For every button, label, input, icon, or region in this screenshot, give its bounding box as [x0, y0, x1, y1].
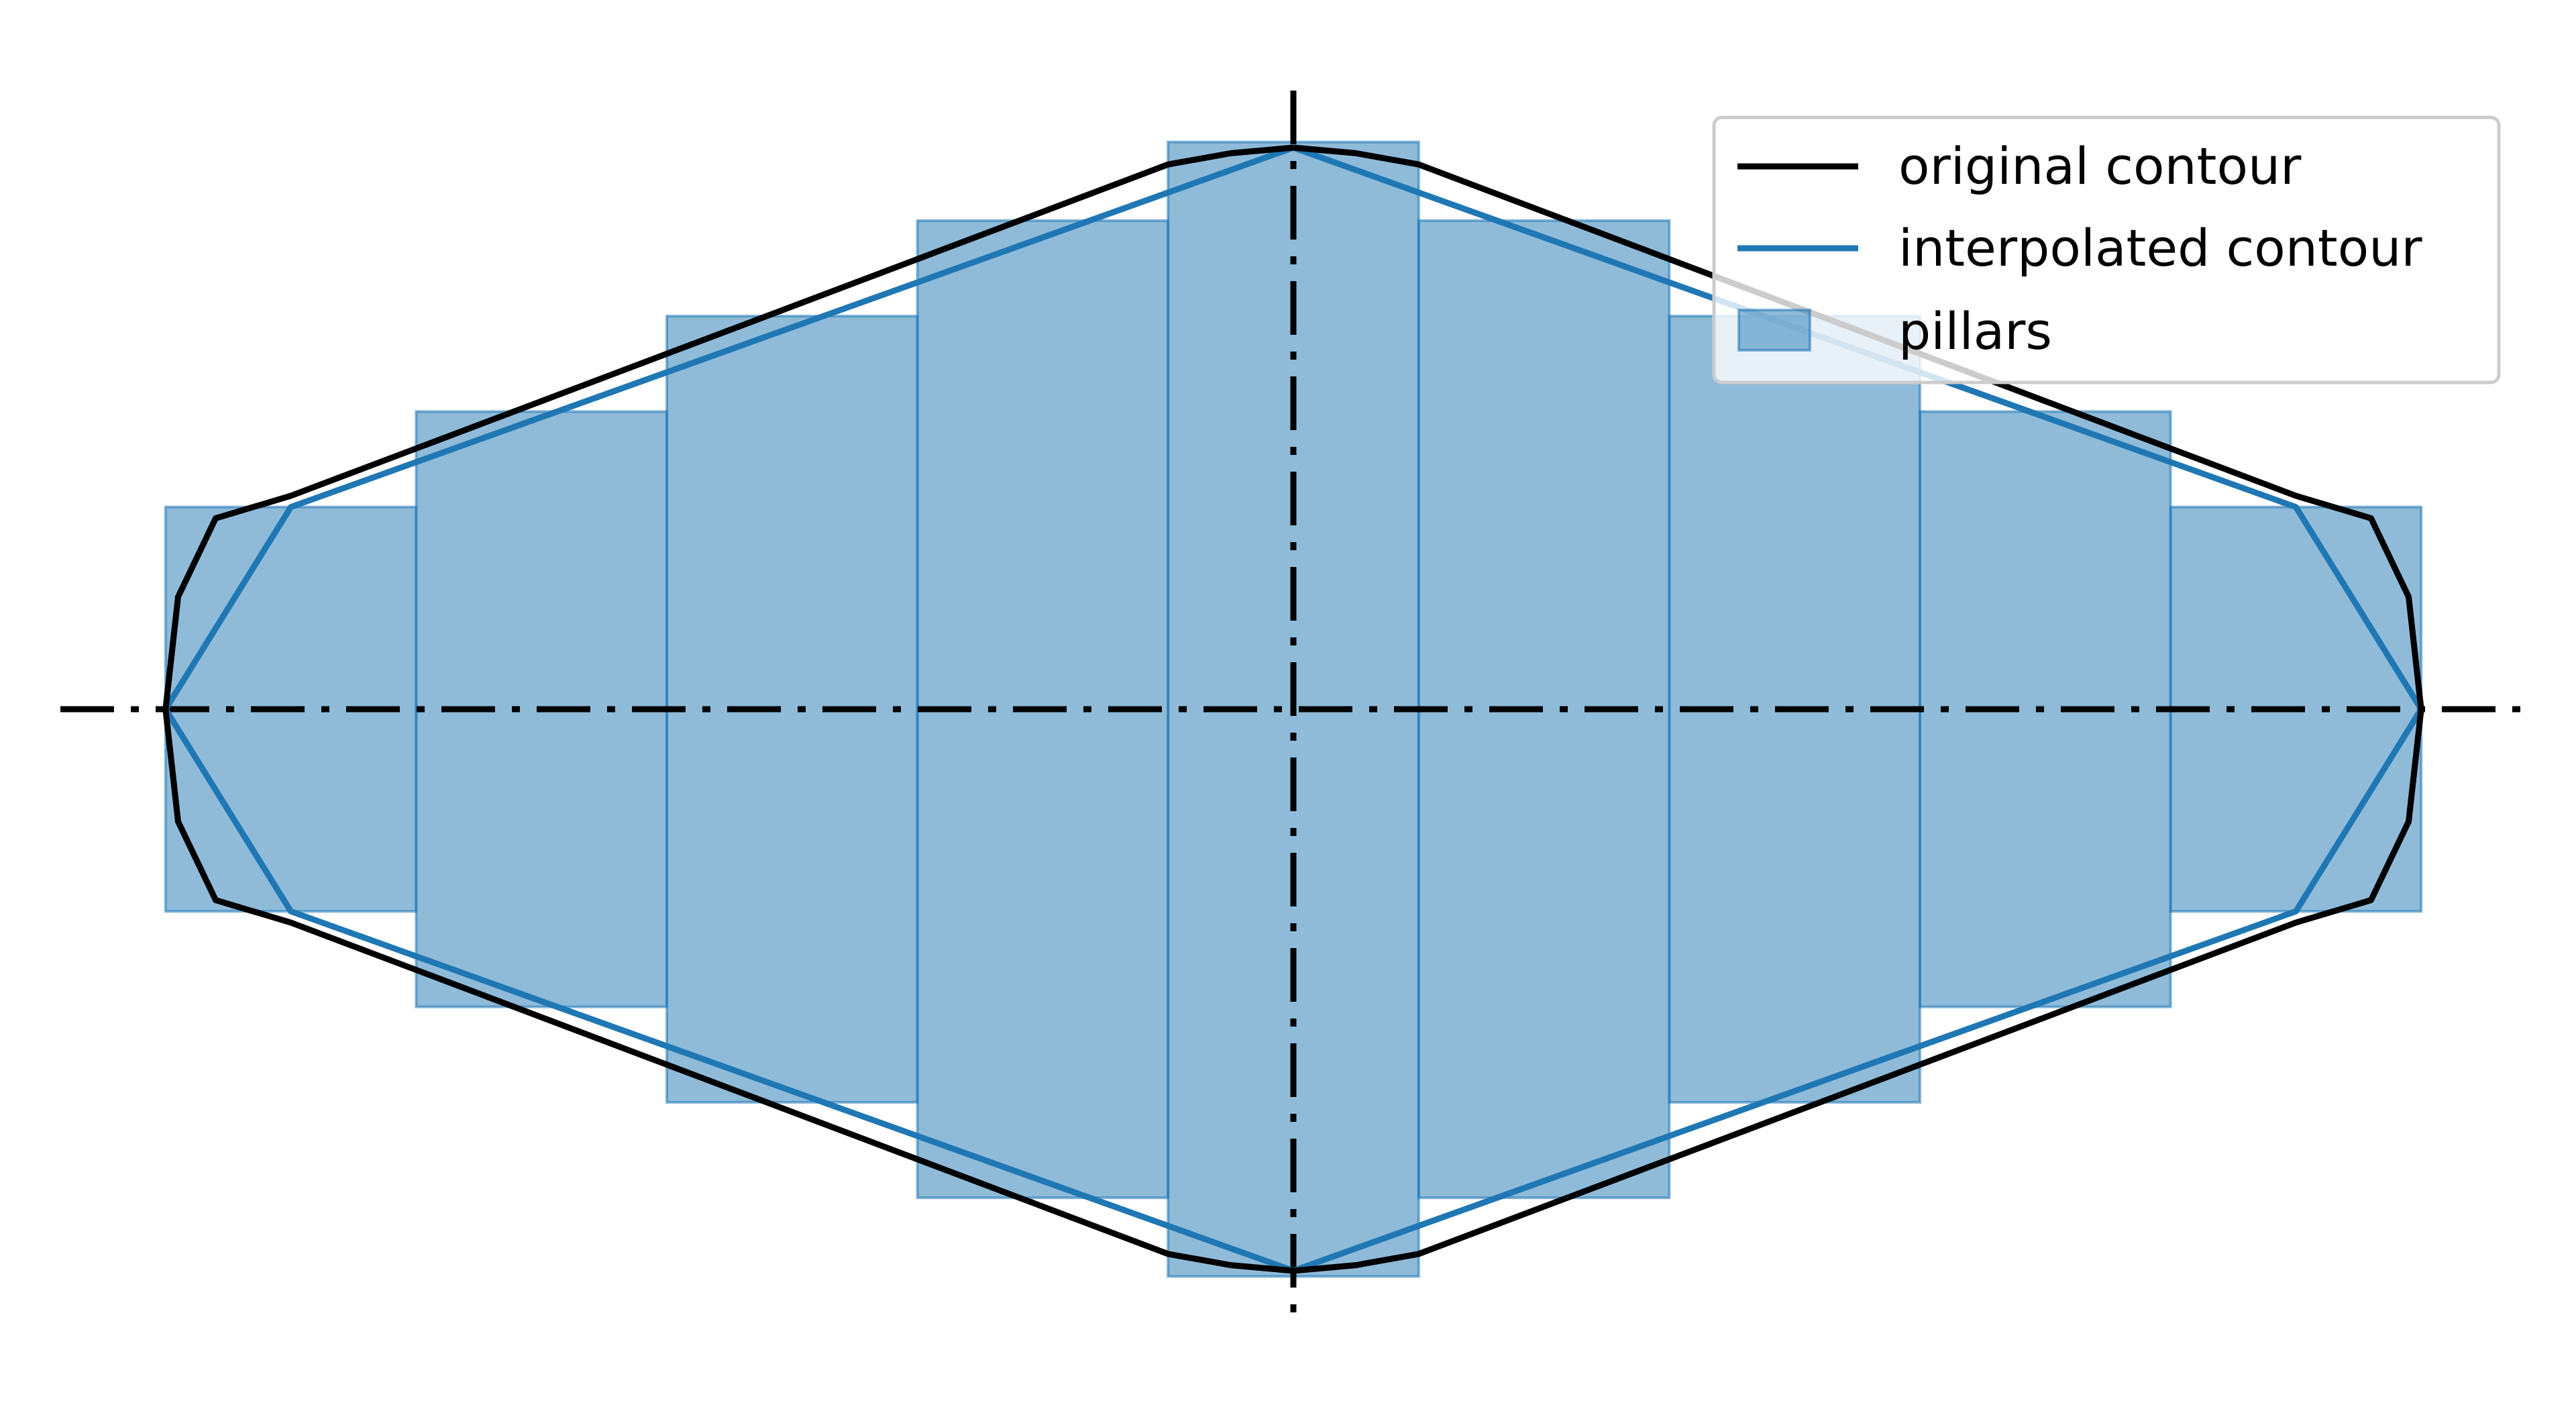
- legend-swatch-pillars: [1737, 309, 1811, 352]
- pillar-7: [1919, 410, 2172, 1008]
- original-contour-line: [162, 144, 2424, 1274]
- legend-label-pillars: pillars: [1898, 301, 2052, 361]
- center-axes: [60, 91, 2526, 1322]
- legend-label-interpolated: interpolated contour: [1898, 218, 2422, 278]
- legend-label-original: original contour: [1898, 136, 2302, 196]
- legend: original contour interpolated contour pi…: [1712, 115, 2501, 384]
- legend-box: [1712, 115, 2501, 384]
